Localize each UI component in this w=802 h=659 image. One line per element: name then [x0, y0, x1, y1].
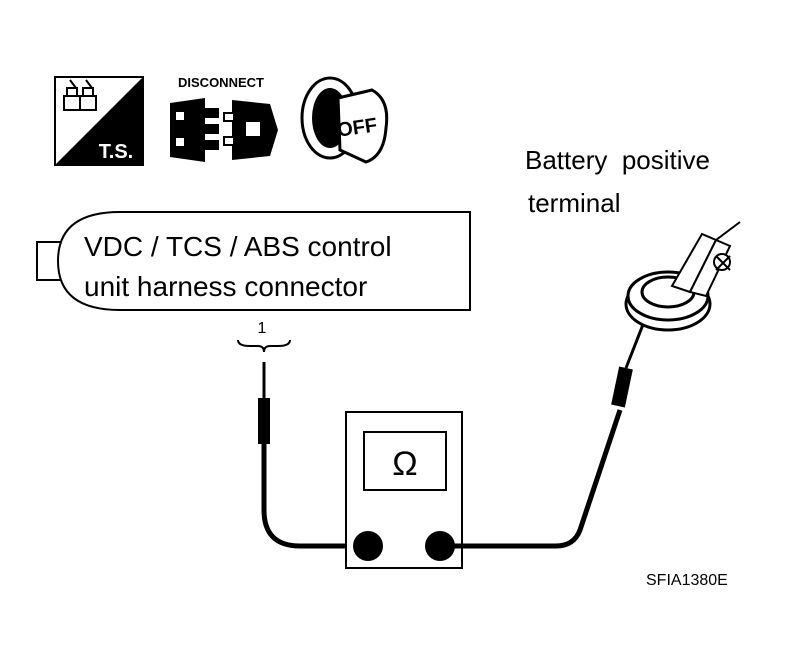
disconnect-icon: DISCONNECT [170, 75, 278, 162]
figure-id: SFIA1380E [646, 572, 728, 589]
connector-label-line2: unit harness connector [84, 271, 367, 302]
ts-tool-icon: T.S. [54, 76, 144, 166]
ohm-symbol: Ω [392, 445, 417, 483]
pin-number-label: 1 [258, 320, 267, 337]
harness-connector: VDC / TCS / ABS control unit harness con… [36, 211, 471, 311]
pin-brace: 1 [237, 320, 291, 353]
meter-terminal-right [425, 531, 455, 561]
right-probe [448, 305, 650, 549]
ohmmeter: Ω [345, 411, 463, 569]
disconnect-label: DISCONNECT [178, 75, 264, 90]
battery-label-line2: terminal [528, 188, 620, 218]
battery-label-line1: Battery positive [525, 145, 710, 175]
ts-label: T.S. [99, 141, 133, 163]
meter-terminal-left [353, 531, 383, 561]
left-probe [258, 362, 360, 549]
ignition-off-icon: OFF [300, 76, 389, 164]
battery-terminal [624, 221, 741, 332]
connector-label-line1: VDC / TCS / ABS control [84, 231, 392, 262]
